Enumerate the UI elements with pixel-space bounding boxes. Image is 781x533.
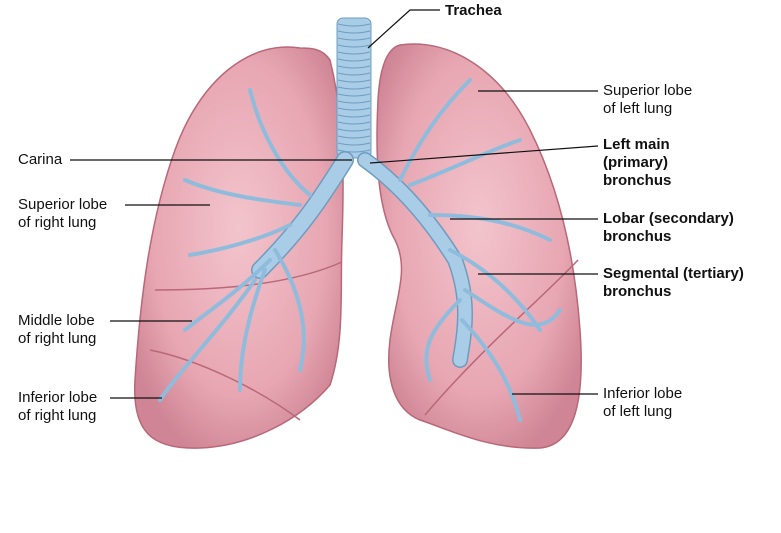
label-lobar-bronchus: Lobar (secondary)bronchus xyxy=(603,210,734,246)
left-lung xyxy=(376,43,582,449)
label-left-main-bronchus: Left main(primary)bronchus xyxy=(603,136,671,190)
label-line: of right lung xyxy=(18,407,97,424)
tracheal-ring xyxy=(337,128,371,132)
tracheal-ring xyxy=(337,149,371,153)
label-line: Superior lobe xyxy=(603,82,693,99)
label-line: (primary) xyxy=(603,154,669,171)
tracheal-ring xyxy=(337,37,371,41)
tracheal-ring xyxy=(337,107,371,111)
tracheal-ring xyxy=(337,65,371,69)
tracheal-ring xyxy=(337,44,371,48)
tracheal-ring xyxy=(337,72,371,76)
tracheal-ring xyxy=(337,51,371,55)
label-segmental-bronchus: Segmental (tertiary)bronchus xyxy=(603,265,744,301)
label-line: Lobar (secondary) xyxy=(603,210,734,227)
label-line: Inferior lobe xyxy=(18,389,98,406)
label-line: of right lung xyxy=(18,330,97,347)
tracheal-ring xyxy=(337,86,371,90)
label-line: Inferior lobe xyxy=(603,385,683,402)
tracheal-ring xyxy=(337,121,371,125)
tracheal-ring xyxy=(337,100,371,104)
label-line: Segmental (tertiary) xyxy=(603,265,744,282)
tracheal-ring xyxy=(337,30,371,34)
label-line: Superior lobe xyxy=(18,196,108,213)
bronchial-tree xyxy=(158,78,562,422)
label-line: of left lung xyxy=(603,100,673,117)
label-line: bronchus xyxy=(603,228,672,245)
tracheal-ring xyxy=(337,114,371,118)
tracheal-ring xyxy=(337,93,371,97)
label-line: Left main xyxy=(603,136,670,153)
label-carina: Carina xyxy=(18,151,63,168)
label-trachea: Trachea xyxy=(445,2,502,19)
label-line: bronchus xyxy=(603,172,672,189)
label-line: bronchus xyxy=(603,283,672,300)
tracheal-ring xyxy=(337,23,371,27)
tracheal-ring xyxy=(337,135,371,139)
left-oblique-fissure xyxy=(424,259,579,416)
tracheal-ring xyxy=(337,58,371,62)
label-line: Middle lobe xyxy=(18,312,95,329)
label-line: of left lung xyxy=(603,403,673,420)
leader-lines xyxy=(70,9,599,399)
tracheal-ring xyxy=(337,79,371,83)
right-oblique-fissure xyxy=(149,349,301,421)
tracheal-ring xyxy=(337,142,371,146)
label-line: of right lung xyxy=(18,214,97,231)
